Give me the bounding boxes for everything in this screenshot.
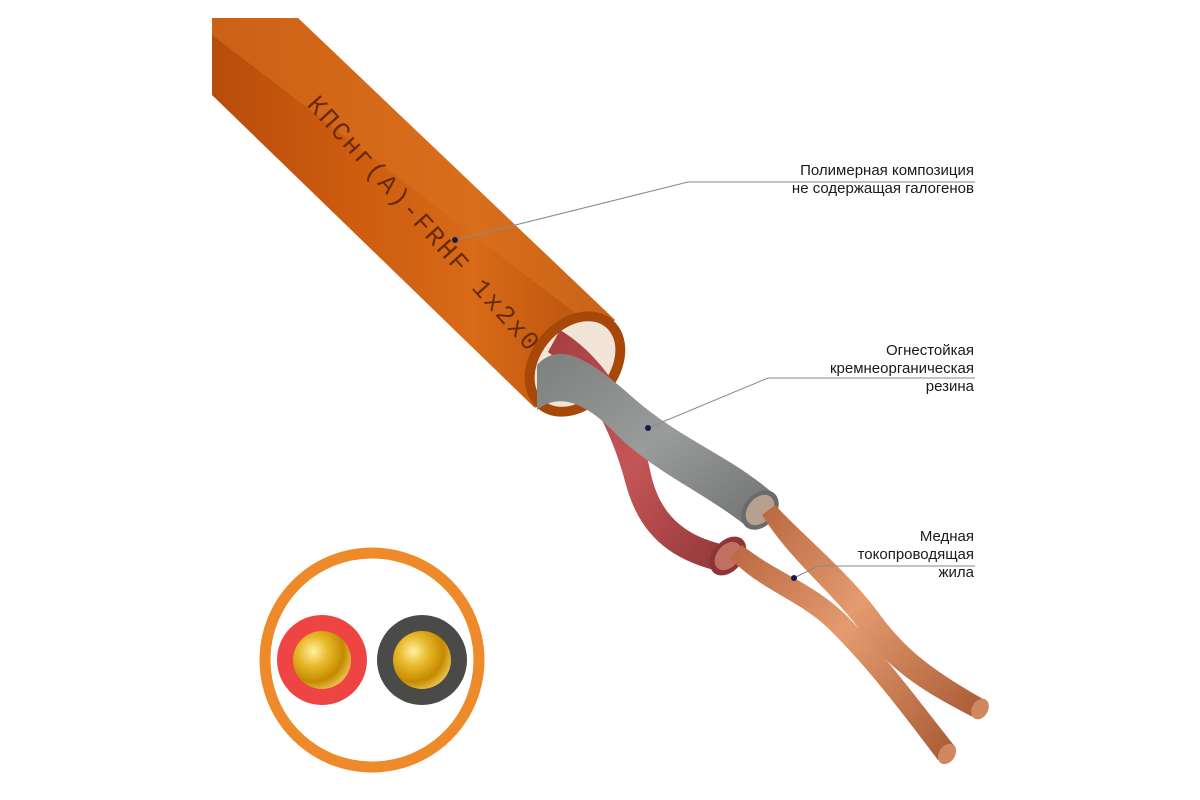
leader-line-conductor — [793, 565, 975, 579]
callout-sheath-line2: не содержащая галогенов — [791, 180, 974, 197]
cross-section-diagram — [259, 547, 485, 773]
copper-conductors — [730, 505, 989, 765]
leader-lines — [454, 181, 975, 579]
callout-conductor-label: Медная токопроводящая жила — [858, 528, 974, 582]
callout-insulation-line1: Огнестойкая — [885, 342, 974, 359]
leader-line-sheath — [454, 181, 975, 241]
callout-insulation-label: Огнестойкая кремнеорганическая резина — [830, 342, 974, 396]
callout-sheath-line1: Полимерная композиция — [800, 162, 974, 179]
callout-conductor-line2: токопроводящая — [857, 546, 974, 563]
leader-line-insulation — [647, 377, 975, 429]
cross-section-gray-conductor — [393, 631, 451, 689]
callout-insulation-line2: кремнеорганическая — [829, 360, 974, 377]
callout-insulation-line3: резина — [925, 378, 974, 395]
callout-conductor-line1: Медная — [919, 528, 974, 545]
callout-sheath-label: Полимерная композиция не содержащая гало… — [792, 162, 974, 198]
cross-section-red-conductor — [293, 631, 351, 689]
callout-conductor-line3: жила — [938, 564, 974, 581]
cross-section-sheath-ring — [259, 547, 485, 773]
leader-dot-insulation — [645, 425, 651, 431]
leader-dot-sheath — [452, 237, 458, 243]
leader-dot-conductor — [791, 575, 797, 581]
leader-dots — [452, 237, 797, 581]
